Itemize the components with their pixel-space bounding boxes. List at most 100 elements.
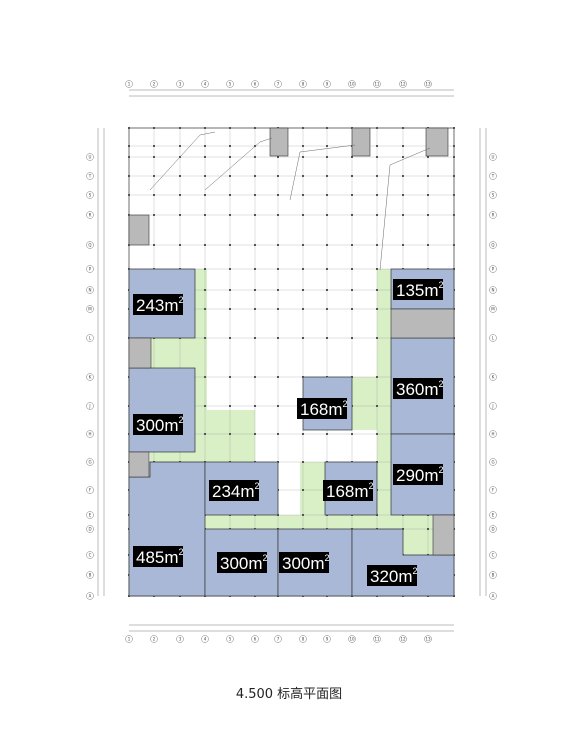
svg-text:290m2: 290m2 [396,465,444,485]
svg-text:320m2: 320m2 [370,566,418,586]
svg-text:10: 10 [349,636,355,641]
svg-text:7: 7 [277,636,280,641]
svg-text:6: 6 [254,81,257,86]
svg-text:168m2: 168m2 [300,399,348,419]
column-axis-marker: 5 [226,635,234,643]
row-axis-marker: H [489,430,497,438]
svg-text:A: A [89,593,92,598]
svg-text:C: C [492,552,495,557]
svg-text:9: 9 [326,81,329,86]
row-axis-marker: J [489,402,497,410]
column-axis-marker: 2 [150,635,158,643]
svg-text:168m2: 168m2 [326,481,374,501]
row-axis-marker: K [86,373,94,381]
svg-text:1: 1 [128,81,131,86]
svg-text:R: R [492,212,495,217]
svg-text:2: 2 [153,636,156,641]
svg-text:S: S [492,192,495,197]
svg-text:P: P [89,266,92,271]
svg-text:5: 5 [229,81,232,86]
area-label: 485m2 [133,546,184,567]
column-axis-marker: 6 [251,635,259,643]
row-axis-marker: T [489,172,497,180]
svg-text:8: 8 [302,636,305,641]
column-axis-marker: 3 [176,635,184,643]
svg-text:H: H [88,431,91,436]
area-label: 360m2 [393,378,444,399]
svg-text:J: J [491,403,493,408]
row-axis-marker: B [489,571,497,579]
area-label: 300m2 [133,414,184,435]
column-axis-marker: 4 [201,635,209,643]
row-axis-marker: B [86,571,94,579]
svg-text:3: 3 [179,636,182,641]
svg-text:300m2: 300m2 [220,553,268,573]
svg-text:M: M [491,306,495,311]
row-axis-marker: R [86,211,94,219]
row-axis-marker: F [489,486,497,494]
drawing-title: 4.500 标高平面图 [235,687,343,702]
svg-text:H: H [491,431,494,436]
ramp-lines [149,131,431,271]
column-axis-marker: 12 [399,80,407,88]
column-axis-marker: 1 [125,80,133,88]
svg-text:11: 11 [374,636,380,641]
row-axis-marker: S [489,191,497,199]
unit-485-southwest [128,461,206,597]
svg-text:13: 13 [425,636,431,641]
column-axis-marker: 3 [176,80,184,88]
svg-text:T: T [88,173,92,178]
column-axis-marker: 1 [125,635,133,643]
stair-core-n1 [269,127,289,157]
column-axis-marker: 11 [373,635,381,643]
row-axis-marker: R [489,211,497,219]
svg-text:K: K [89,374,92,379]
column-axis-marker: 8 [299,80,307,88]
column-axis-marker: 11 [373,80,381,88]
area-label: 300m2 [217,552,268,573]
row-axis-marker: P [489,265,497,273]
stair-core-se [432,514,455,556]
row-axis-marker: P [86,265,94,273]
area-label: 300m2 [279,552,330,573]
svg-text:C: C [89,552,92,557]
svg-text:F: F [89,487,92,492]
svg-text:T: T [491,173,495,178]
column-axis-marker: 5 [226,80,234,88]
stair-core-n3 [425,127,449,157]
svg-text:4: 4 [204,81,207,86]
dimension-lines [97,89,487,632]
svg-text:J: J [88,403,90,408]
area-label: 135m2 [393,279,444,300]
row-axis-marker: G [489,458,497,466]
svg-text:N: N [492,287,495,292]
row-axis-marker: E [86,511,94,519]
row-axis-marker: K [489,373,497,381]
svg-text:12: 12 [400,636,406,641]
svg-text:G: G [491,459,494,464]
column-axis-marker: 6 [251,80,259,88]
column-axis-marker: 7 [274,635,282,643]
svg-text:5: 5 [229,636,232,641]
column-axis-marker: 12 [399,635,407,643]
row-axis-marker: J [86,402,94,410]
svg-text:2: 2 [153,81,156,86]
svg-text:12: 12 [400,81,406,86]
svg-text:1: 1 [128,636,131,641]
column-axis-marker: 8 [299,635,307,643]
svg-text:B: B [492,572,495,577]
svg-text:P: P [492,266,495,271]
svg-text:K: K [492,374,495,379]
svg-text:300m2: 300m2 [136,415,184,435]
svg-text:Q: Q [491,242,494,247]
svg-text:L: L [492,335,495,340]
svg-text:360m2: 360m2 [396,379,444,399]
svg-text:4: 4 [204,636,207,641]
service-cores [128,127,455,556]
area-label: 234m2 [209,480,260,501]
svg-text:Q: Q [88,242,91,247]
column-axis-marker: 10 [348,80,356,88]
row-axis-marker: U [86,153,94,161]
